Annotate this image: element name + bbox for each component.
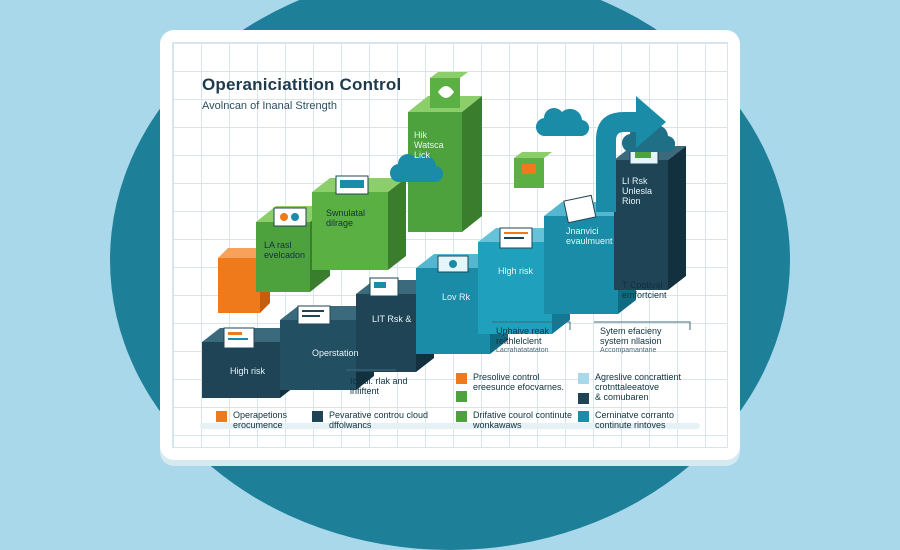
legend-item: Agreslive concrattient crotnttaleeatove [578,372,698,392]
step-label: Lov Rk [442,292,471,302]
legend-item: Cerninatve corranto continute rintoves [578,410,698,430]
diagram-board: Operaniciatition Control Avolncan of Ina… [160,30,740,460]
callout-text: Uphaive reak relthlelclent Lacrahatatata… [496,326,550,354]
step-label: High risk [230,366,266,376]
upper-label: LA rasl evelcadon [264,240,306,260]
callout-text: Sytem efacieny system nllasion Accompama… [600,326,662,354]
leaf-icon [438,86,536,174]
callout-brackets [346,321,691,371]
step-label: LI Rsk Unlesla Rion [622,176,653,206]
step-7 [614,146,686,290]
step-label: Hlgh risk [498,266,534,276]
green-small-cube [514,152,552,188]
legend-item: Operapetions erocumence [216,410,326,430]
upper-label: Hik Watsca Lick [414,130,444,160]
legend-item: Drifative courol continute wonkawaws [456,410,576,430]
step-label: Operstation [312,348,359,358]
step-label: LIT Rsk & [372,314,412,324]
document-icon [223,145,659,349]
step-label: Jnanvici evaulmuent [566,226,613,246]
callout-text: Ickall. rlak and infiftent [350,376,408,396]
legend-item: & comubaren [578,392,698,404]
legend-item: Pevarative controu cloud dffolwancs [312,410,432,430]
arrow-up-right-icon [596,96,666,212]
staircase-illustration [202,72,691,398]
floor-shadow [200,423,700,429]
upper-label: Swnulatal dilrage [326,208,366,228]
legend-item [456,390,476,402]
callout-text: T Cpotival emfortcient [622,280,667,300]
diagram-subtitle: Avolncan of Inanal Strength [202,100,337,112]
diagram-title: Operaniciatition Control [202,75,402,94]
legend-item: Presolive control ereesunce efocvarnes. [456,372,566,392]
